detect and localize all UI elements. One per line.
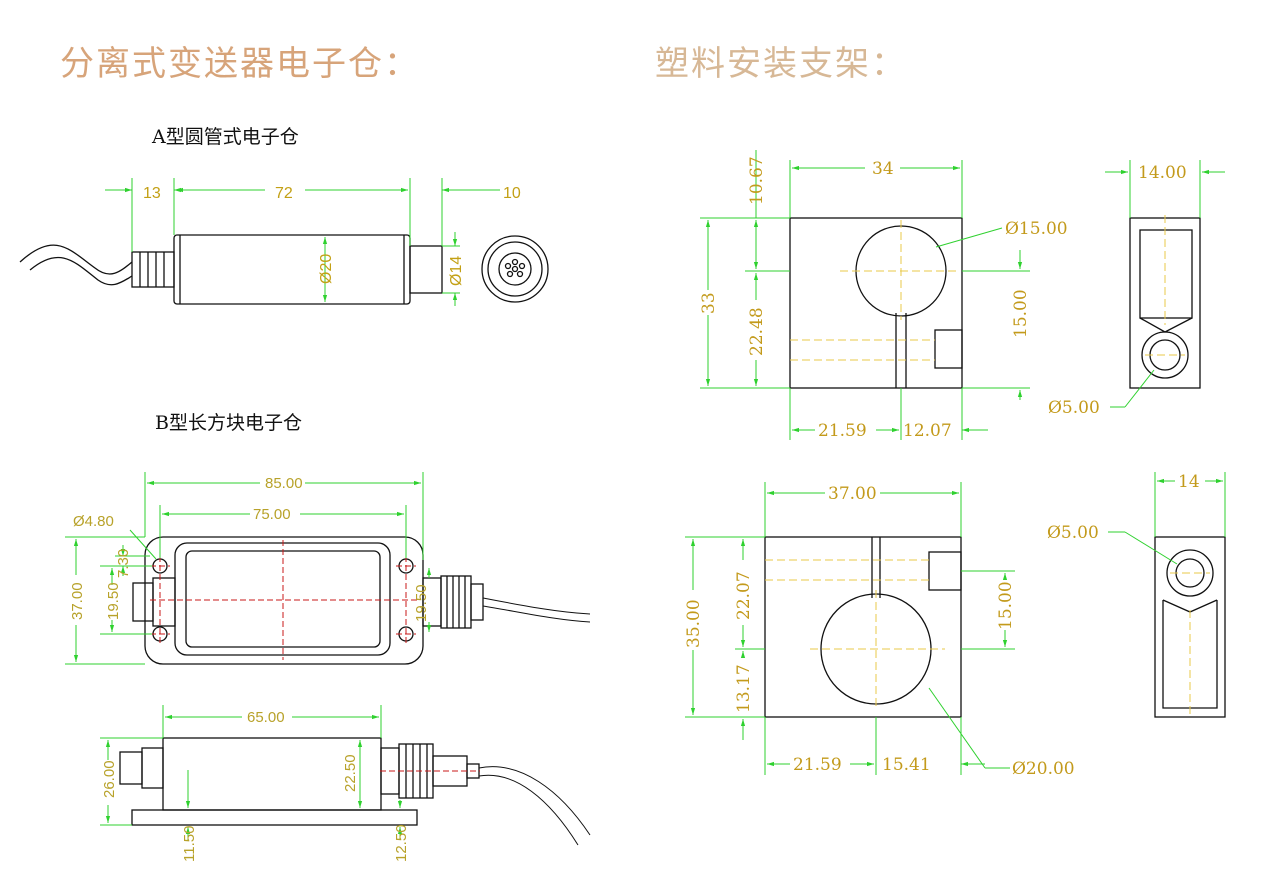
dim-type-b-1950-right: 19.50 [413, 584, 430, 622]
bracket-small-dimensions [700, 150, 1030, 440]
type-a-drawing [19, 234, 549, 305]
dim-type-b-2250: 22.50 [342, 754, 359, 792]
bracket-large-side-hole-outer [1166, 549, 1214, 597]
dim-bracket-large-1541: 15.41 [882, 755, 931, 775]
type-a-connector [409, 245, 443, 294]
dim-bracket-small-34: 34 [872, 159, 894, 179]
type-a-cable-gland [131, 251, 175, 288]
dim-bracket-small-33: 33 [699, 292, 719, 314]
dim-bracket-small-side-14: 14.00 [1138, 163, 1187, 183]
page-title-electronic-housing: 分离式变送器电子仓： [60, 44, 420, 84]
type-a-cable-2 [29, 256, 133, 286]
dim-bracket-large-37: 37.00 [828, 484, 877, 504]
type-b-side-gland [119, 751, 143, 785]
type-b-side-drawing [119, 737, 591, 846]
dim-bracket-large-1317: 13.17 [734, 664, 754, 713]
type-b-top-dimensions [65, 472, 432, 665]
type-b-top-centerlines [150, 540, 420, 660]
bracket-small-front [789, 217, 963, 389]
dim-type-b-37: 37.00 [69, 582, 86, 620]
bracket-large-body [764, 536, 962, 718]
bracket-large-hidden-lines [765, 559, 945, 710]
bracket-small-body [789, 217, 963, 389]
dim-bracket-small-dia15: Ø15.00 [1005, 219, 1068, 239]
type-a-end-view [481, 235, 549, 303]
dim-type-b-75: 75.00 [253, 506, 291, 523]
page-title-plastic-bracket: 塑料安装支架： [655, 44, 907, 84]
dim-bracket-small-2159: 21.59 [818, 421, 867, 441]
dim-bracket-large-dia20: Ø20.00 [1012, 759, 1075, 779]
bracket-large-dimensions [685, 482, 1015, 775]
dim-type-a-10: 10 [503, 185, 521, 202]
dim-bracket-large-dia5: Ø5.00 [1047, 523, 1099, 543]
dim-bracket-small-dia5: Ø5.00 [1048, 398, 1100, 418]
dim-bracket-large-2159: 21.59 [793, 755, 842, 775]
type-b-top-gland [132, 582, 154, 622]
type-a-cable [19, 244, 133, 275]
dim-bracket-small-2248: 22.48 [747, 307, 767, 356]
bracket-large-side-body [1154, 536, 1226, 718]
dim-type-a-13: 13 [143, 185, 161, 202]
type-b-side-dimensions [100, 705, 403, 840]
dim-bracket-small-1067: 10.67 [747, 156, 767, 205]
dim-bracket-large-15: 15.00 [996, 581, 1016, 630]
dim-type-b-1250: 12.50 [393, 824, 410, 862]
subtitle-type-b: B型长方块电子仓 [155, 412, 302, 434]
dim-type-b-26: 26.00 [101, 760, 118, 798]
type-a-body [173, 234, 411, 305]
bracket-small-side-hole-outer [1141, 331, 1189, 379]
dim-type-b-1950-left: 19.50 [105, 582, 122, 620]
bracket-small-hidden-lines [790, 220, 960, 361]
type-b-side-flange [131, 809, 418, 826]
dim-type-b-85: 85.00 [265, 475, 303, 492]
dim-bracket-small-1207: 12.07 [903, 421, 952, 441]
dim-type-b-1150: 11.50 [181, 826, 198, 862]
dim-type-a-dia20: Ø20 [318, 254, 335, 284]
dim-bracket-large-side-14: 14 [1178, 472, 1200, 492]
bracket-large-side-dimensions [1108, 472, 1226, 565]
dim-bracket-large-2207: 22.07 [734, 571, 754, 620]
dim-type-b-65: 65.00 [247, 709, 285, 726]
dim-bracket-large-35: 35.00 [684, 599, 704, 648]
dim-bracket-small-15: 15.00 [1011, 289, 1031, 338]
dim-type-b-dia480: Ø4.80 [73, 513, 114, 530]
subtitle-type-a: A型圆管式电子仓 [152, 126, 299, 148]
type-a-dimensions [105, 178, 500, 306]
bracket-large-front [764, 536, 962, 718]
dim-type-a-72: 72 [275, 185, 293, 202]
bracket-small-side-dimensions [1105, 160, 1225, 408]
dim-type-b-730: 7.30 [115, 549, 132, 578]
dim-type-a-dia14: Ø14 [448, 256, 465, 286]
